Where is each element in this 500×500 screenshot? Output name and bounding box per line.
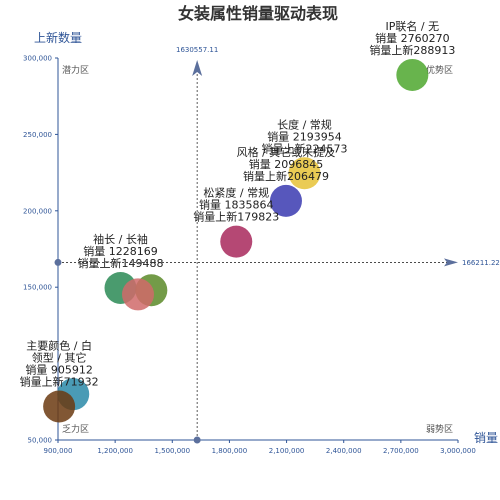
data-point — [396, 58, 429, 91]
data-points — [43, 58, 429, 423]
data-label: 销量上新206479 — [243, 169, 329, 183]
y-tick-label: 200,000 — [23, 207, 52, 215]
data-label: 销量上新179823 — [193, 210, 279, 224]
y-axis-title: 上新数量 — [34, 30, 82, 45]
avg-x-origin — [193, 436, 201, 444]
y-tick-label: 50,000 — [28, 437, 53, 445]
quadrant-label-bottom-left: 乏力区 — [62, 423, 89, 435]
x-tick-label: 1,500,000 — [154, 447, 190, 455]
x-tick-label: 3,000,000 — [440, 447, 476, 455]
avg-x-label: 1630557.11 — [176, 46, 218, 54]
y-tick-label: 150,000 — [23, 284, 52, 292]
x-axis-title: 销量 — [474, 431, 498, 445]
data-label: 袖长 / 长袖 — [93, 232, 148, 246]
avg-y-origin — [54, 258, 62, 266]
data-label: 销量上新224573 — [261, 141, 347, 155]
data-label: 销量 905912 — [25, 362, 93, 376]
chart-title: 女装属性销量驱动表现 — [178, 4, 338, 23]
data-label: 主要颜色 / 白 — [26, 338, 92, 352]
y-tick-label: 250,000 — [23, 131, 52, 139]
y-tick-label: 300,000 — [23, 55, 52, 63]
avg-y-arrow — [444, 258, 458, 267]
data-label: 销量上新288913 — [369, 43, 455, 57]
data-label: 销量 2193954 — [267, 129, 342, 143]
data-label: IP联名 / 无 — [386, 19, 440, 33]
data-point — [122, 278, 154, 311]
x-tick-label: 1,800,000 — [212, 447, 248, 455]
data-label: 长度 / 常规 — [277, 117, 332, 131]
data-label: 领型 / 其它 — [32, 350, 87, 364]
quadrant-label-top-right: 优势区 — [426, 64, 453, 76]
quadrant-label-top-left: 潜力区 — [62, 64, 89, 76]
data-label: 销量 2096845 — [249, 157, 324, 171]
x-tick-label: 1,200,000 — [97, 447, 133, 455]
data-point — [269, 184, 302, 217]
quadrant-label-bottom-right: 弱势区 — [426, 423, 453, 435]
x-tick-label: 2,700,000 — [383, 447, 419, 455]
x-tick-label: 900,000 — [44, 447, 73, 455]
data-label: 销量上新149488 — [78, 256, 164, 270]
axes: 900,000 1,200,000 1,500,000 1,800,000 2,100,… — [23, 55, 476, 456]
data-point — [43, 390, 76, 423]
data-point — [288, 157, 321, 190]
x-tick-label: 2,100,000 — [269, 447, 305, 455]
avg-y-label: 166211.22 — [462, 259, 500, 267]
avg-x-arrow — [192, 60, 203, 76]
data-label: 销量 2760270 — [375, 31, 450, 45]
data-point — [220, 225, 253, 258]
data-label: 销量 1835864 — [199, 198, 274, 212]
average-lines: 1630557.11 166211.22 — [54, 46, 500, 444]
data-label: 销量上新71932 — [20, 374, 99, 388]
data-label: 销量 1228169 — [83, 244, 158, 258]
x-tick-label: 2,400,000 — [326, 447, 362, 455]
data-label: 松紧度 / 常规 — [203, 186, 269, 200]
data-label: 风格 / 其它或未提及 — [237, 145, 336, 159]
